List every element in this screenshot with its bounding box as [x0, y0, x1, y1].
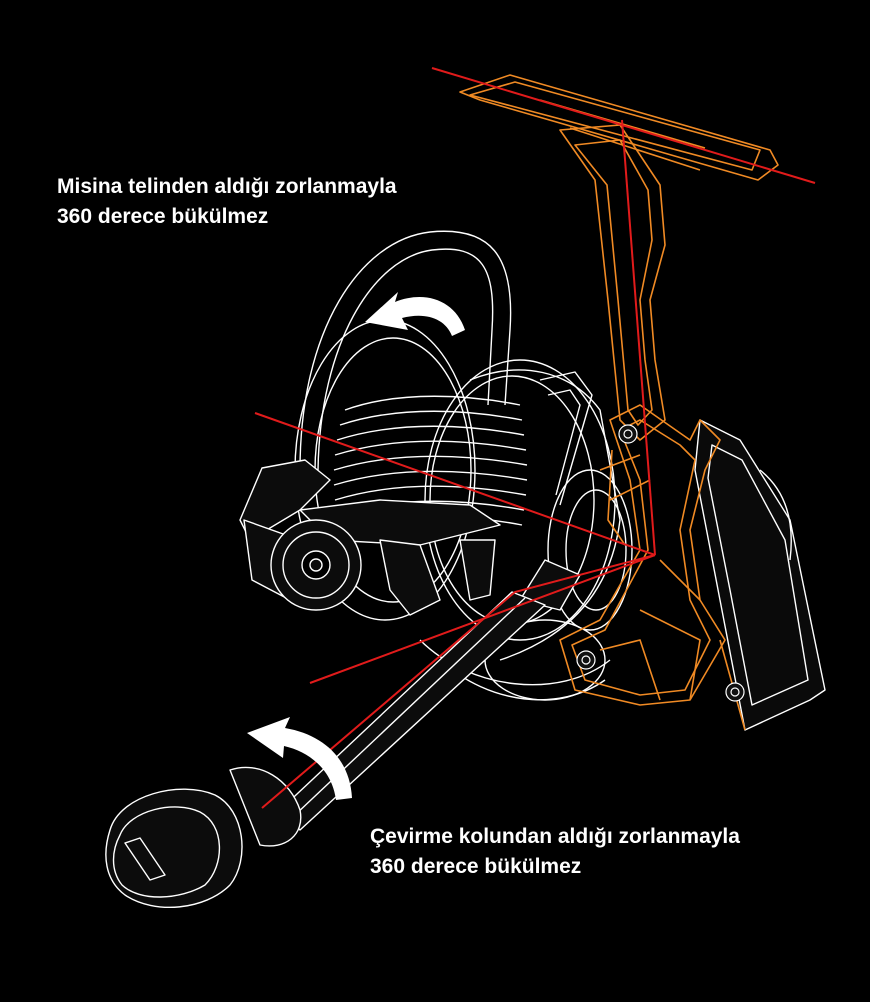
- gear-housing: [694, 419, 826, 731]
- rotation-arrow-icon: [247, 292, 465, 800]
- reel-frame: [459, 74, 779, 731]
- bottom-annotation-line-2: 360 derece bükülmez: [370, 855, 582, 878]
- top-annotation-line-1: Misina telinden aldığı zorlanmayla: [57, 175, 397, 198]
- rotor-center: [547, 469, 633, 631]
- line-roller-arm: [239, 459, 501, 616]
- bottom-annotation: Çevirme kolundan aldığı zorlanmayla 360 …: [370, 822, 740, 882]
- screw-icon: [576, 424, 745, 702]
- top-annotation-line-2: 360 derece bükülmez: [57, 205, 269, 228]
- handle-assembly: [105, 559, 581, 909]
- top-annotation: Misina telinden aldığı zorlanmayla 360 d…: [57, 172, 397, 232]
- bottom-annotation-line-1: Çevirme kolundan aldığı zorlanmayla: [370, 825, 740, 848]
- axis-lines: [254, 67, 816, 809]
- spool-assembly: [294, 230, 621, 701]
